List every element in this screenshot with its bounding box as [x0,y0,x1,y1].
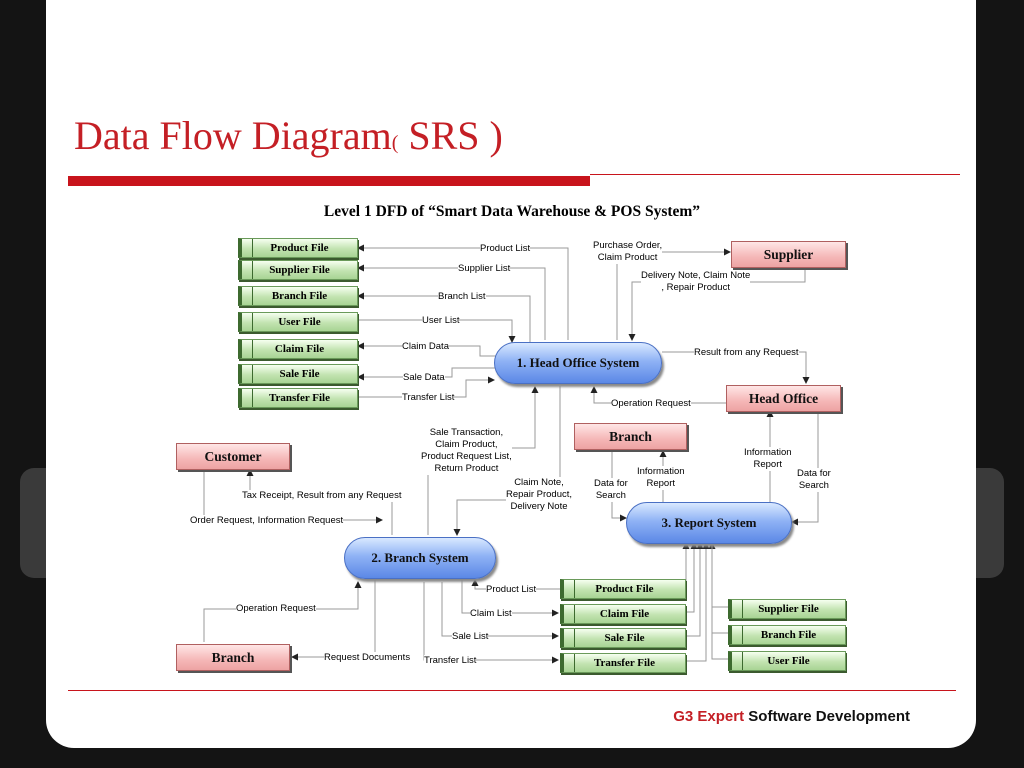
flow-line-data-search-left [611,449,627,522]
flow-line-request-documents [291,580,376,661]
title-underline-bar [68,176,590,186]
flow-line-report-supplier [708,542,728,608]
flow-line-report-user [711,543,728,660]
flow-label-product-list-bottom: Product List [486,584,537,596]
flow-line-claim-list [461,580,559,617]
flow-label-user-list: User List [422,315,460,327]
footer-tagline: Software Development [744,708,910,725]
flow-line-product-list-top [357,244,569,340]
store-ho-supplier-file[interactable]: Supplier File [238,260,358,280]
flow-label-sale-list: Sale List [452,631,489,643]
flow-label-branch-list: Branch List [438,291,486,303]
title-main: Data Flow Diagram [74,113,392,158]
footer-text: G3 Expert Software Development [673,708,910,725]
flow-label-info-report-left: Information Report [637,466,685,490]
entity-head-office[interactable]: Head Office [726,385,841,412]
flow-line-user-list [358,319,516,343]
flow-label-claim-data: Claim Data [402,341,449,353]
flow-label-order-request: Order Request, Information Request [190,515,344,527]
store-ho-sale-file[interactable]: Sale File [238,364,358,384]
flow-line-report-claim [686,542,698,613]
flow-line-report-sale [686,542,704,637]
title-srs: SRS ) [398,113,503,158]
flow-label-claim-note: Claim Note, Repair Product, Delivery Not… [506,477,573,513]
flow-line-sale-list [441,582,559,640]
flow-label-purchase-order: Purchase Order, Claim Product [593,240,663,264]
flow-label-sale-transaction: Sale Transaction, Claim Product, Product… [421,427,512,475]
store-br-sale-file[interactable]: Sale File [560,628,686,648]
entity-branch-bottom[interactable]: Branch [176,644,290,671]
store-rp-branch-file[interactable]: Branch File [728,625,846,645]
store-rp-user-file[interactable]: User File [728,651,846,671]
flow-line-data-search-right [791,411,819,526]
process-report-system[interactable]: 3. Report System [626,502,792,544]
flow-label-sale-data: Sale Data [403,372,445,384]
footer-brand: G3 Expert [673,708,745,725]
flow-line-report-transfer [686,542,710,662]
flow-label-result-request: Result from any Request [694,347,799,359]
entity-branch-top[interactable]: Branch [574,423,687,450]
flow-label-data-search-left: Data for Search [594,478,628,502]
flow-label-transfer-list-bottom: Transfer List [424,655,477,667]
store-ho-transfer-file[interactable]: Transfer File [238,388,358,408]
flow-label-request-documents: Request Documents [324,652,411,664]
store-rp-supplier-file[interactable]: Supplier File [728,599,846,619]
flow-label-delivery-note: Delivery Note, Claim Note , Repair Produ… [641,270,751,294]
store-ho-user-file[interactable]: User File [238,312,358,332]
flow-label-product-list-top: Product List [480,243,531,255]
flow-line-supplier-list [357,264,546,340]
process-branch-system[interactable]: 2. Branch System [344,537,496,579]
store-ho-claim-file[interactable]: Claim File [238,339,358,359]
flow-label-operation-request-top: Operation Request [611,398,691,410]
flow-label-operation-request-bottom: Operation Request [236,603,316,615]
flow-label-data-search-right: Data for Search [797,468,831,492]
page-title: Data Flow Diagram( SRS ) [74,112,503,159]
entity-supplier[interactable]: Supplier [731,241,846,268]
flow-label-info-report-right: Information Report [744,447,792,471]
title-paren: ( [391,132,399,154]
flow-line-purchase-order [616,248,731,340]
diagram-subtitle: Level 1 DFD of “Smart Data Warehouse & P… [323,203,701,220]
entity-customer[interactable]: Customer [176,443,290,470]
flow-line-branch-list [357,292,531,344]
flow-label-supplier-list: Supplier List [458,263,511,275]
store-br-product-file[interactable]: Product File [560,579,686,599]
flow-label-tax-receipt: Tax Receipt, Result from any Request [242,490,402,502]
store-br-claim-file[interactable]: Claim File [560,604,686,624]
store-ho-product-file[interactable]: Product File [238,238,358,258]
title-underline-line [590,174,960,175]
flow-label-transfer-list-top: Transfer List [402,392,455,404]
store-ho-branch-file[interactable]: Branch File [238,286,358,306]
process-head-office-system[interactable]: 1. Head Office System [494,342,662,384]
footer-divider [68,690,956,691]
flow-label-claim-list: Claim List [470,608,512,620]
store-br-transfer-file[interactable]: Transfer File [560,653,686,673]
